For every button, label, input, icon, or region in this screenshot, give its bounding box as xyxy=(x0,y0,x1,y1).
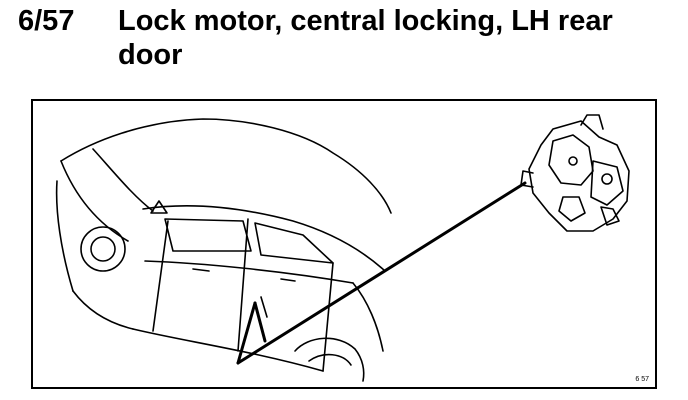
car-illustration xyxy=(55,114,630,382)
page-title: Lock motor, central locking, LH rear doo… xyxy=(118,5,613,71)
section-code: 6/57 xyxy=(18,5,75,37)
car-drawing xyxy=(55,118,392,382)
figure-frame: 6 57 xyxy=(31,99,657,389)
figure-id-label: 6 57 xyxy=(635,376,649,383)
callout-lines xyxy=(236,181,527,365)
lock-motor-drawing xyxy=(520,114,630,232)
page-header: 6/57 Lock motor, central locking, LH rea… xyxy=(18,4,678,76)
